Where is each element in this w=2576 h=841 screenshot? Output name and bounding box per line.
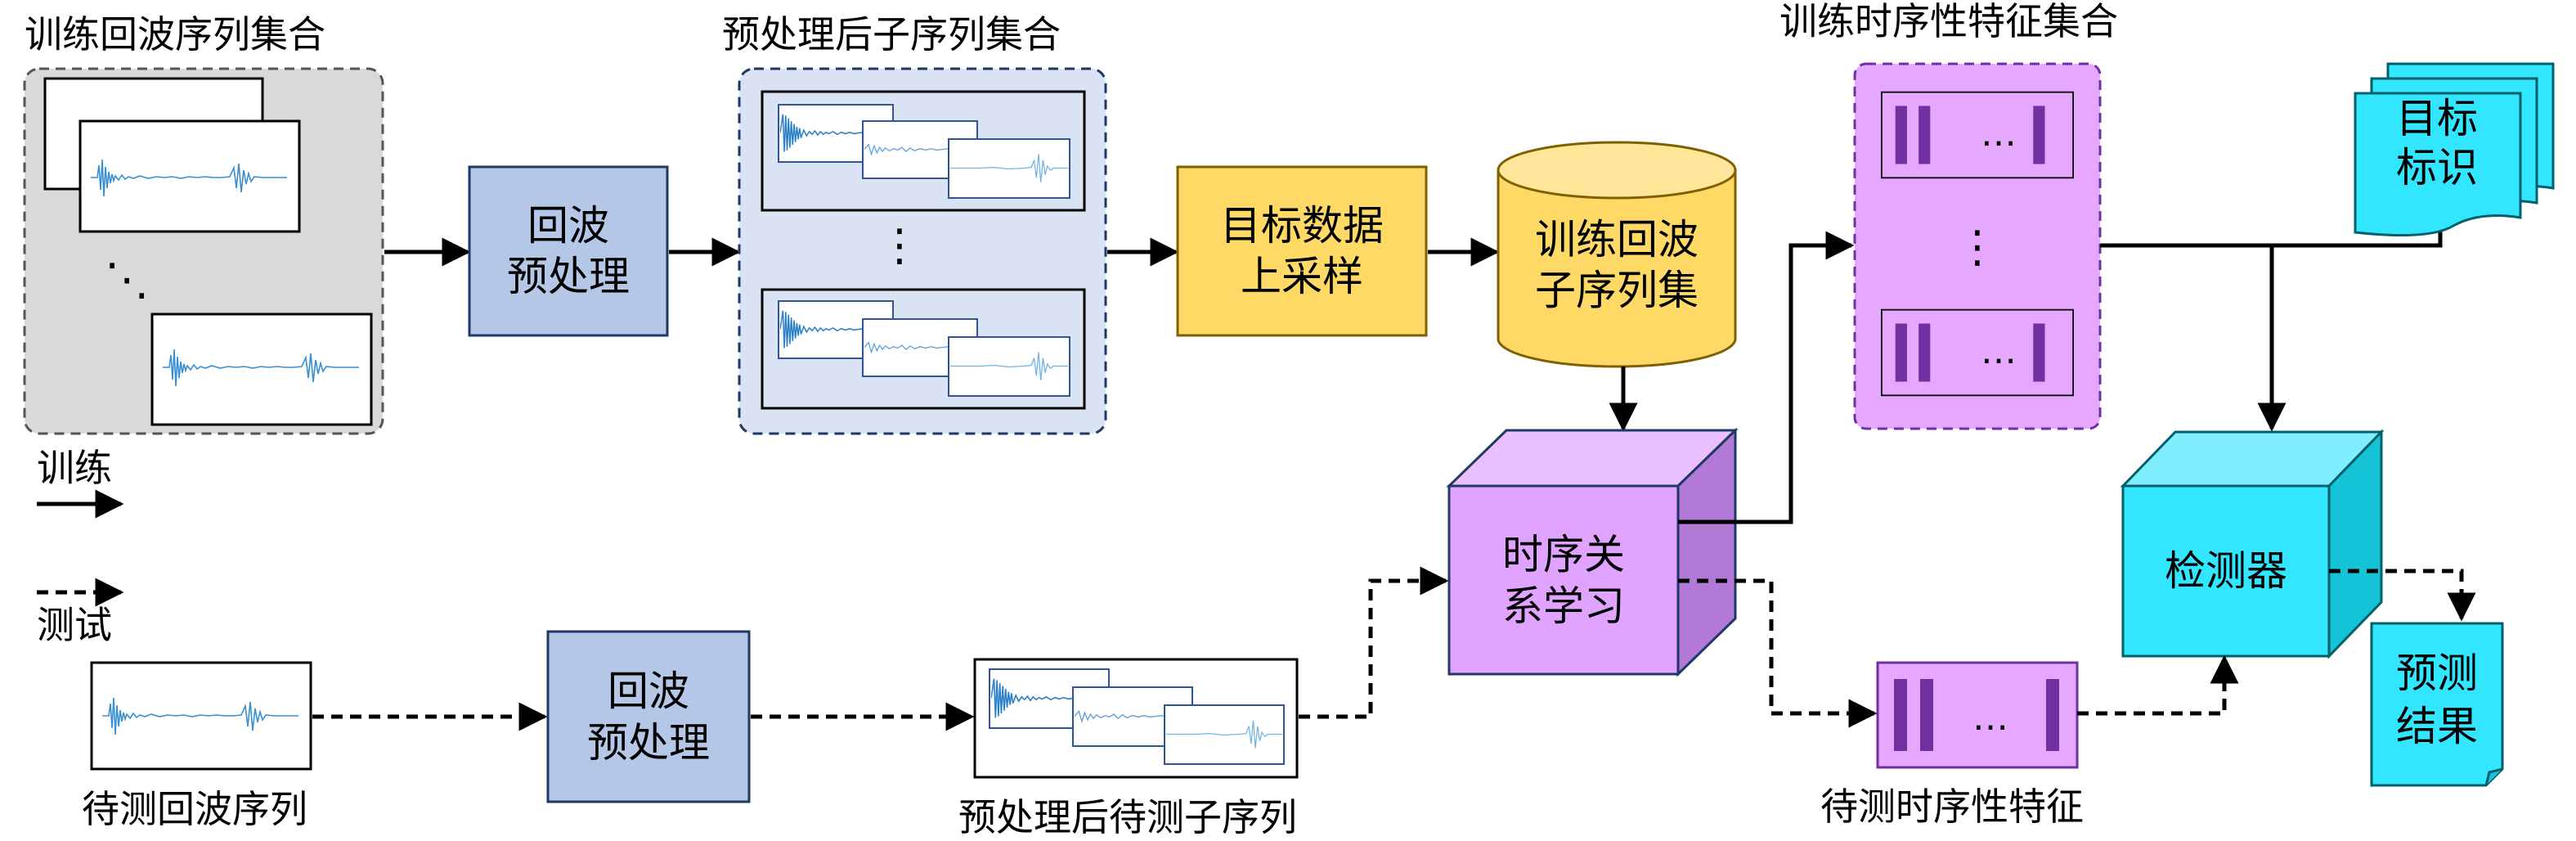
preprocessed-subseq-panel: ⋮	[738, 67, 1107, 435]
ellipsis-feature-2: …	[1981, 331, 2017, 372]
svg-text:预处理: 预处理	[587, 719, 710, 767]
legend-test-label: 测试	[37, 603, 112, 647]
ellipsis-vertical-features: ⋮	[1955, 221, 1999, 272]
detector-node: 检测器	[2120, 429, 2385, 659]
echo-card-2	[79, 119, 301, 233]
svg-text:回波: 回波	[608, 668, 689, 715]
svg-text:子序列集: 子序列集	[1535, 267, 1699, 314]
train-temporal-feature-set-label: 训练时序性特征集合	[1779, 0, 2118, 43]
ellipsis-feature-1: …	[1981, 113, 2017, 155]
svg-text:系学习: 系学习	[1502, 582, 1625, 630]
ellipsis-test-feature: …	[1972, 697, 2008, 739]
svg-text:预测: 预测	[2396, 650, 2478, 697]
svg-text:目标: 目标	[2396, 95, 2478, 142]
svg-text:结果: 结果	[2396, 703, 2478, 750]
edge-learning-trainfeatures	[1678, 231, 1855, 524]
test-temporal-feature-label: 待测时序性特征	[1820, 785, 2084, 829]
legend-train-label: 训练	[37, 446, 112, 490]
ellipsis-diagonal: ⋱	[105, 254, 149, 305]
train-feature-set-panel: … ⋮ …	[1853, 62, 2102, 430]
ellipsis-vertical-subseq-glyph: ⋮	[877, 219, 922, 271]
train-echo-set-panel: ⋱	[23, 67, 384, 435]
target-label-node: 目标 标识	[2354, 62, 2555, 237]
preprocessed-test-subseq-label: 预处理后待测子序列	[958, 795, 1297, 839]
svg-text:标识: 标识	[2396, 144, 2478, 191]
preprocess-test-node: 回波 预处理	[546, 630, 751, 803]
edge-testfeature-detector	[2077, 654, 2239, 716]
upsample-node: 目标数据 上采样	[1176, 165, 1428, 337]
test-echo-card	[90, 661, 312, 771]
train-db-node: 训练回波 子序列集	[1497, 141, 1737, 368]
svg-text:目标数据: 目标数据	[1220, 202, 1384, 250]
svg-text:检测器: 检测器	[2165, 547, 2287, 595]
train-echo-set-label: 训练回波序列集合	[25, 12, 325, 56]
test-echo-seq-label: 待测回波序列	[82, 787, 307, 831]
svg-text:预处理: 预处理	[507, 253, 630, 300]
echo-card-3	[150, 313, 373, 426]
svg-text:上采样: 上采样	[1241, 253, 1363, 300]
test-feature-node: …	[1876, 661, 2079, 769]
svg-text:训练回波: 训练回波	[1535, 216, 1699, 263]
prediction-node: 预测 结果	[2370, 622, 2504, 787]
preprocessed-subseq-set-label: 预处理后子序列集合	[722, 12, 1061, 56]
edge-testsubseq-learning	[1299, 566, 1449, 719]
subseq-group-2	[761, 288, 1086, 410]
preprocess-train-node: 回波 预处理	[468, 165, 669, 337]
edge-detector-prediction	[2329, 569, 2476, 622]
temporal-learning-node: 时序关 系学习	[1446, 427, 1739, 677]
svg-text:回波: 回波	[527, 202, 609, 250]
edge-learning-testfeature	[1678, 578, 1878, 728]
test-subseq-group	[973, 658, 1299, 779]
subseq-group-1	[761, 90, 1086, 212]
svg-text:时序关: 时序关	[1502, 531, 1625, 578]
